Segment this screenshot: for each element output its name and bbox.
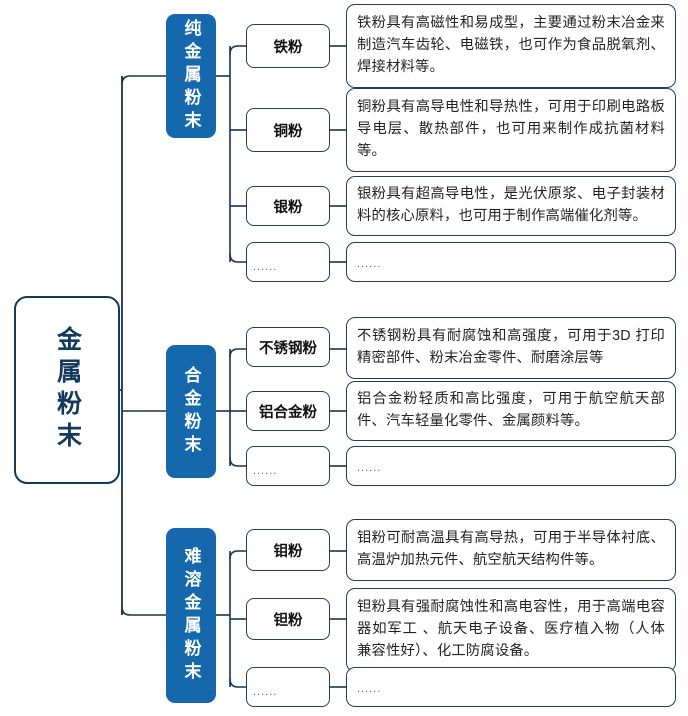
item-node-tantalum-powder[interactable]: 钽粉	[246, 598, 330, 640]
item-node-label: 钼粉	[273, 543, 303, 560]
item-node-copper-powder[interactable]: 铜粉	[246, 108, 330, 152]
category-node-label: 难溶金属粉末	[181, 546, 201, 685]
item-node-label: 银粉	[273, 199, 303, 216]
item-node-molybdenum-powder[interactable]: 钼粉	[246, 529, 330, 571]
description-box-aluminum-alloy-powder[interactable]: 铝合金粉轻质和高比强度，可用于航空航天部件、汽车轻量化零件、金属颜料等。	[346, 381, 676, 441]
description-text: 铜粉具有高导电性和导热性，可用于印刷电路板导电层、散热部件，也可用来制作成抗菌材…	[357, 99, 665, 159]
item-node-label: 钽粉	[273, 612, 303, 629]
description-text: 银粉具有超高导电性，是光伏原浆、电子封装材料的核心原料，也可用于制作高端催化剂等…	[357, 186, 665, 224]
item-node-aluminum-alloy-powder[interactable]: 铝合金粉	[246, 391, 330, 431]
item-node-label: 铁粉	[273, 39, 303, 56]
description-box-molybdenum-powder[interactable]: 钼粉可耐高温具有高导热，可用于半导体衬底、高温炉加热元件、航空航天结构件等。	[346, 519, 676, 581]
description-box-more-alloy[interactable]: ......	[346, 446, 676, 486]
description-box-iron-powder[interactable]: 铁粉具有高磁性和易成型，主要通过粉末冶金来制造汽车齿轮、电磁铁，也可作为食品脱氧…	[346, 4, 676, 88]
description-text: 铁粉具有高磁性和易成型，主要通过粉末冶金来制造汽车齿轮、电磁铁，也可作为食品脱氧…	[357, 15, 665, 75]
root-node-label: 金属粉末	[53, 326, 82, 454]
description-text: 钽粉具有强耐腐蚀性和高电容性，用于高端电容器如军工 、航天电子设备、医疗植入物（…	[357, 599, 665, 659]
category-node-pure-metal-powder[interactable]: 纯金属粉末	[166, 14, 216, 138]
item-node-more-pure-metal[interactable]: ......	[246, 242, 330, 282]
item-node-label: 不锈钢粉	[259, 340, 317, 357]
description-box-copper-powder[interactable]: 铜粉具有高导电性和导热性，可用于印刷电路板导电层、散热部件，也可用来制作成抗菌材…	[346, 88, 676, 172]
description-text: 不锈钢粉具有耐腐蚀和高强度，可用于3D 打印精密部件、粉末冶金零件、耐磨涂层等	[357, 328, 665, 366]
item-node-label: ......	[253, 261, 278, 273]
description-text: ......	[357, 258, 382, 271]
description-box-more-pure-metal[interactable]: ......	[346, 242, 676, 282]
item-node-label: ......	[253, 686, 278, 698]
item-node-label: 铜粉	[273, 123, 303, 140]
description-box-tantalum-powder[interactable]: 钽粉具有强耐腐蚀性和高电容性，用于高端电容器如军工 、航天电子设备、医疗植入物（…	[346, 588, 676, 672]
root-node-metal-powder[interactable]: 金属粉末	[14, 296, 120, 484]
category-node-label: 合金粉末	[181, 365, 201, 458]
item-node-stainless-steel-powder[interactable]: 不锈钢粉	[246, 327, 330, 367]
item-node-more-refractory[interactable]: ......	[246, 667, 330, 707]
description-text: 钼粉可耐高温具有高导热，可用于半导体衬底、高温炉加热元件、航空航天结构件等。	[357, 530, 665, 568]
item-node-silver-powder[interactable]: 银粉	[246, 186, 330, 226]
description-box-silver-powder[interactable]: 银粉具有超高导电性，是光伏原浆、电子封装材料的核心原料，也可用于制作高端催化剂等…	[346, 176, 676, 236]
category-node-refractory-metal-powder[interactable]: 难溶金属粉末	[166, 528, 216, 703]
description-text: 铝合金粉轻质和高比强度，可用于航空航天部件、汽车轻量化零件、金属颜料等。	[357, 391, 665, 429]
item-node-iron-powder[interactable]: 铁粉	[246, 24, 330, 68]
item-node-label: 铝合金粉	[259, 404, 317, 421]
description-text: ......	[357, 683, 382, 696]
description-box-more-refractory[interactable]: ......	[346, 667, 676, 707]
description-text: ......	[357, 462, 382, 475]
description-box-stainless-steel-powder[interactable]: 不锈钢粉具有耐腐蚀和高强度，可用于3D 打印精密部件、粉末冶金零件、耐磨涂层等	[346, 317, 676, 379]
category-node-label: 纯金属粉末	[181, 18, 201, 134]
item-node-more-alloy[interactable]: ......	[246, 446, 330, 486]
item-node-label: ......	[253, 465, 278, 477]
category-node-alloy-powder[interactable]: 合金粉末	[166, 345, 216, 478]
